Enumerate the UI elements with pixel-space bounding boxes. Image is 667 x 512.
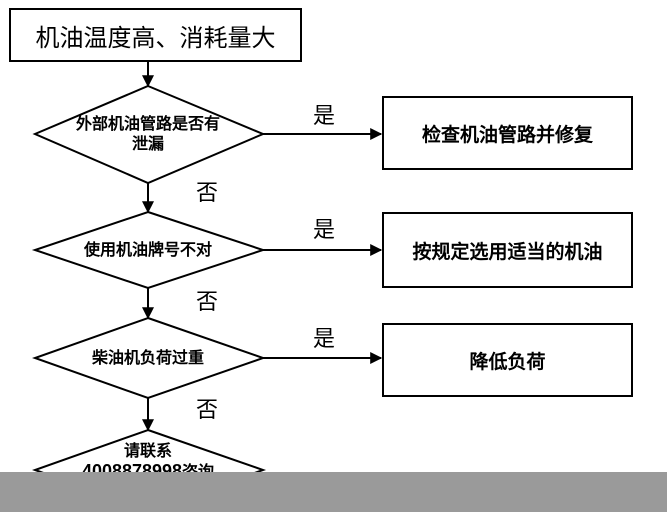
action-box-1: 检查机油管路并修复	[382, 96, 633, 170]
no-label-3: 否	[196, 398, 219, 423]
decision-diamond-1	[32, 84, 266, 185]
yes-label-2: 是	[313, 218, 336, 243]
action-2-text: 按规定选用适当的机油	[412, 240, 603, 263]
decision-2-text: 使用机油牌号不对	[55, 238, 241, 262]
action-3-text: 降低负荷	[469, 350, 546, 373]
yes-label-3: 是	[313, 327, 336, 352]
bottom-bar	[0, 472, 667, 512]
title-box: 机油温度高、消耗量大	[9, 8, 302, 62]
no-label-2: 否	[196, 290, 219, 315]
action-box-3: 降低负荷	[382, 323, 633, 397]
decision-1-line2: 泄漏	[131, 134, 164, 153]
decision-1-text: 外部机油管路是否有 泄漏	[55, 112, 241, 156]
decision-3-text: 柴油机负荷过重	[55, 346, 241, 370]
decision-diamond-3	[32, 316, 267, 400]
contact-line1: 请联系	[123, 440, 172, 460]
decision-1-line1: 外部机油管路是否有	[75, 114, 220, 133]
yes-label-1: 是	[313, 104, 336, 129]
decision-3-line1: 柴油机负荷过重	[91, 348, 204, 367]
action-1-text: 检查机油管路并修复	[421, 123, 593, 146]
decision-2-line1: 使用机油牌号不对	[83, 240, 212, 259]
title-text: 机油温度高、消耗量大	[35, 23, 276, 52]
action-box-2: 按规定选用适当的机油	[382, 212, 633, 288]
no-label-1: 否	[196, 181, 219, 206]
decision-diamond-2	[31, 210, 267, 290]
